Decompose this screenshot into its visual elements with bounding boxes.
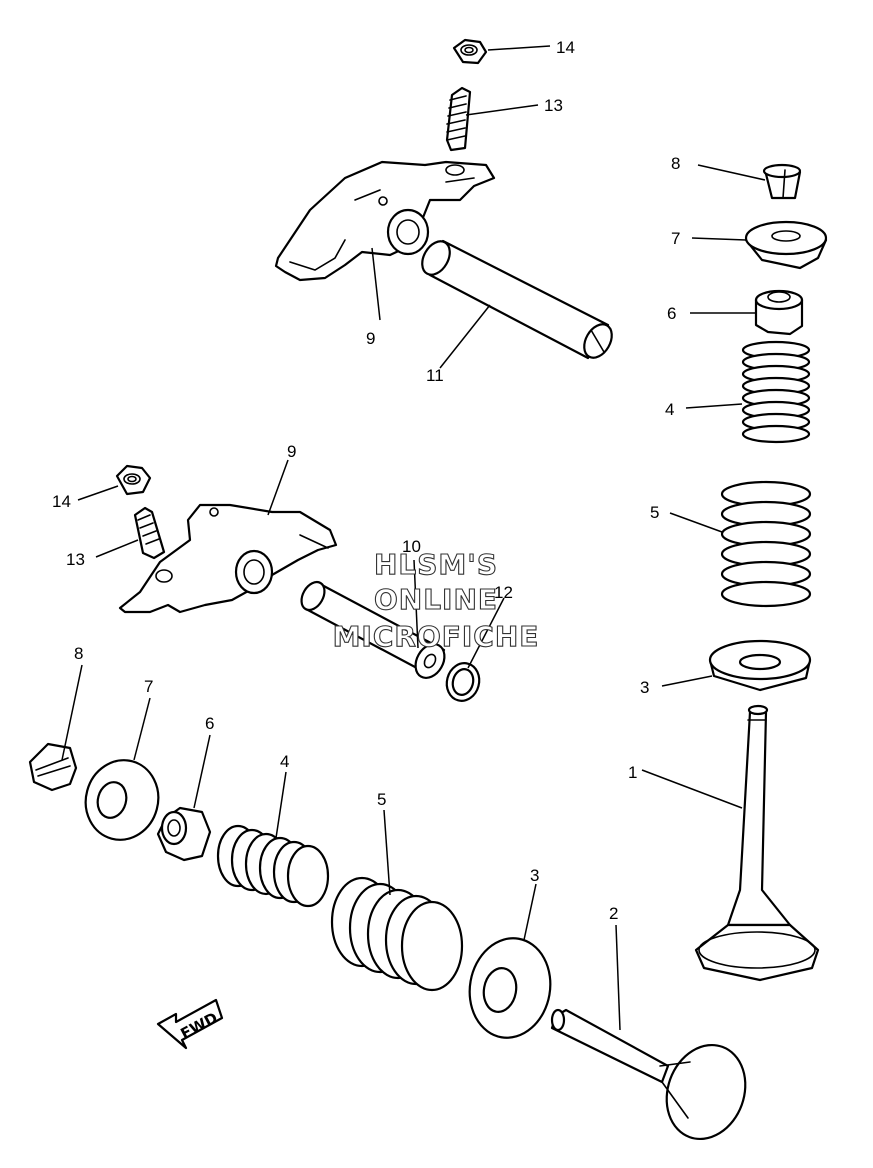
watermark-line-3: MICROFICHE [333, 620, 540, 653]
rocker-arm-top [274, 160, 496, 282]
adjusting-screw-mid [133, 506, 166, 560]
outer-valve-spring-left [330, 876, 464, 992]
callout-7-left: 7 [144, 677, 153, 696]
callout-13-mid: 13 [66, 550, 85, 569]
callout-8-left: 8 [74, 644, 83, 663]
adjusting-screw-top [445, 86, 472, 152]
watermark-line-1: HLSM'S [374, 548, 498, 581]
valve-stem-seal-left [156, 806, 212, 862]
watermark: HLSM'S ONLINE MICROFICHE [332, 547, 540, 653]
watermark-line-2: ONLINE [374, 583, 498, 616]
spring-seat-right [708, 639, 812, 692]
o-ring [445, 662, 481, 702]
callout-14-top: 14 [556, 38, 575, 57]
callout-11: 11 [426, 366, 444, 385]
rocker-shaft-mid [300, 580, 446, 679]
spring-seat-left [468, 937, 552, 1039]
callout-9-top: 9 [366, 329, 375, 348]
locknut-mid [115, 464, 152, 496]
callout-6-right: 6 [667, 304, 676, 323]
inner-valve-spring-left [216, 824, 330, 908]
callout-8-right: 8 [671, 154, 680, 173]
callout-5-left: 5 [377, 790, 386, 809]
rocker-arm-mid [118, 503, 338, 614]
callout-5-right: 5 [650, 503, 659, 522]
outer-valve-spring-right [720, 480, 812, 608]
spring-retainer-right [744, 220, 828, 270]
callout-14-mid: 14 [52, 492, 71, 511]
callout-9-mid: 9 [287, 442, 296, 461]
callout-10: 10 [402, 537, 421, 556]
callout-13-top: 13 [544, 96, 563, 115]
callout-3-left: 3 [530, 866, 539, 885]
valve-cotter-right [762, 163, 802, 200]
callout-6-left: 6 [205, 714, 214, 733]
locknut-top [452, 38, 488, 65]
fwd-arrow-icon: FWD [156, 998, 224, 1050]
spring-retainer-left [84, 759, 160, 841]
inner-valve-spring-right [741, 340, 811, 444]
callout-1: 1 [628, 763, 637, 782]
leader-lines [61, 45, 766, 1031]
valve-right [694, 704, 820, 982]
callout-3-right: 3 [640, 678, 649, 697]
rocker-shaft-top [421, 239, 613, 360]
callout-12: 12 [494, 583, 513, 602]
callout-2: 2 [609, 904, 618, 923]
callouts: 14 13 9 11 8 7 6 4 5 3 1 9 14 13 10 12 8… [52, 38, 680, 923]
callout-7-right: 7 [671, 229, 680, 248]
valve-left [550, 1008, 747, 1141]
callout-4-right: 4 [665, 400, 674, 419]
valve-cotter-left [28, 742, 78, 792]
valve-stem-seal-right [754, 289, 804, 336]
callout-4-left: 4 [280, 752, 289, 771]
